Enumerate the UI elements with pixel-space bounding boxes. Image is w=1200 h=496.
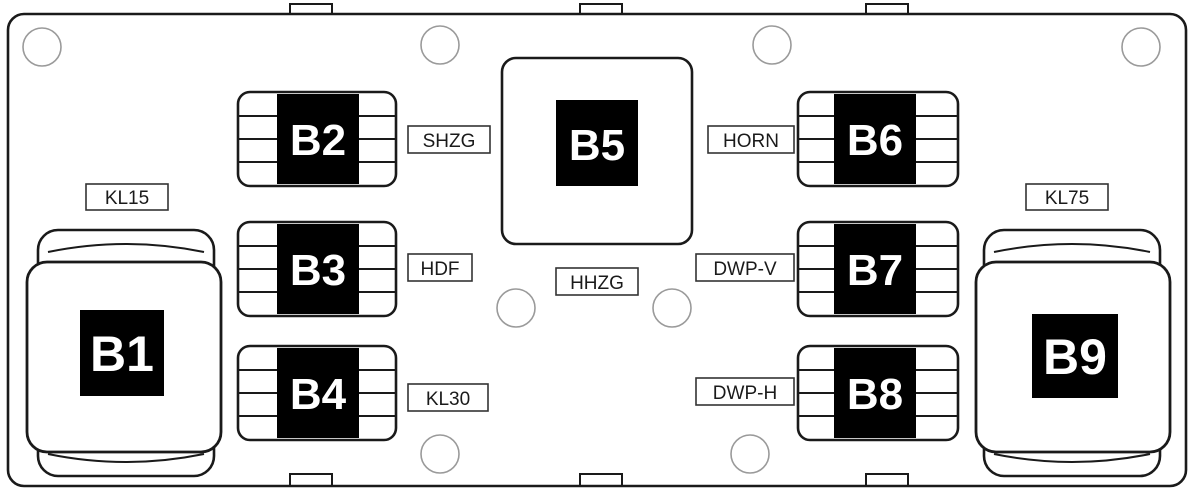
b3-label: B3 [290,246,346,295]
mounting-hole [730,434,770,474]
tag-hdf-text: HDF [420,259,459,280]
b2-label: B2 [290,116,346,165]
mounting-hole [420,25,460,65]
mounting-holes [22,25,1161,474]
relay-b7: B7 [796,220,960,318]
b6-label-block [834,94,916,184]
tag-hhzg: HHZG [555,267,639,296]
b9-label: B9 [1043,329,1107,385]
mounting-hole [420,434,460,474]
mounting-hole [652,288,692,328]
mounting-hole [496,288,536,328]
tag-horn: HORN [707,125,795,154]
relay-b5: B5 [500,56,694,246]
b8-label-block [834,348,916,438]
tag-dwp-h-text: DWP-H [713,383,777,404]
tag-hhzg-text: HHZG [570,273,624,294]
b7-label: B7 [847,246,903,295]
relay-b2: B2 [236,90,398,188]
tag-kl30: KL30 [407,383,489,412]
relay-b8: B8 [796,344,960,442]
b1-label-block [80,310,164,396]
mounting-hole [1121,27,1161,67]
tag-kl75: KL75 [1025,183,1109,211]
b4-label: B4 [290,370,347,419]
relay-b9: B9 [974,228,1172,478]
b5-label: B5 [569,121,625,170]
b4-label-block [277,348,359,438]
b1-label: B1 [90,326,154,382]
tag-dwp-h: DWP-H [695,377,795,406]
relay-b4: B4 [236,344,398,442]
tag-shzg-text: SHZG [423,131,476,152]
b3-label-block [277,224,359,314]
tag-kl75-text: KL75 [1045,188,1089,209]
tag-shzg: SHZG [407,125,491,154]
mounting-hole [22,27,62,67]
b6-label: B6 [847,116,903,165]
fuse-box-housing [6,12,1188,488]
relay-b6: B6 [796,90,960,188]
tag-dwp-v: DWP-V [695,253,795,282]
relay-b1: B1 [25,228,223,478]
b7-label-block [834,224,916,314]
b5-label-block [556,100,638,186]
mounting-hole [752,25,792,65]
housing-tabs [289,3,909,486]
tag-dwp-v-text: DWP-V [713,259,777,280]
tag-hdf: HDF [407,253,473,282]
b9-label-block [1032,314,1118,398]
b8-label: B8 [847,370,903,419]
tag-kl30-text: KL30 [426,389,470,410]
tag-kl15: KL15 [85,183,169,211]
tag-kl15-text: KL15 [105,188,149,209]
tag-horn-text: HORN [723,131,779,152]
relay-b3: B3 [236,220,398,318]
b2-label-block [277,94,359,184]
